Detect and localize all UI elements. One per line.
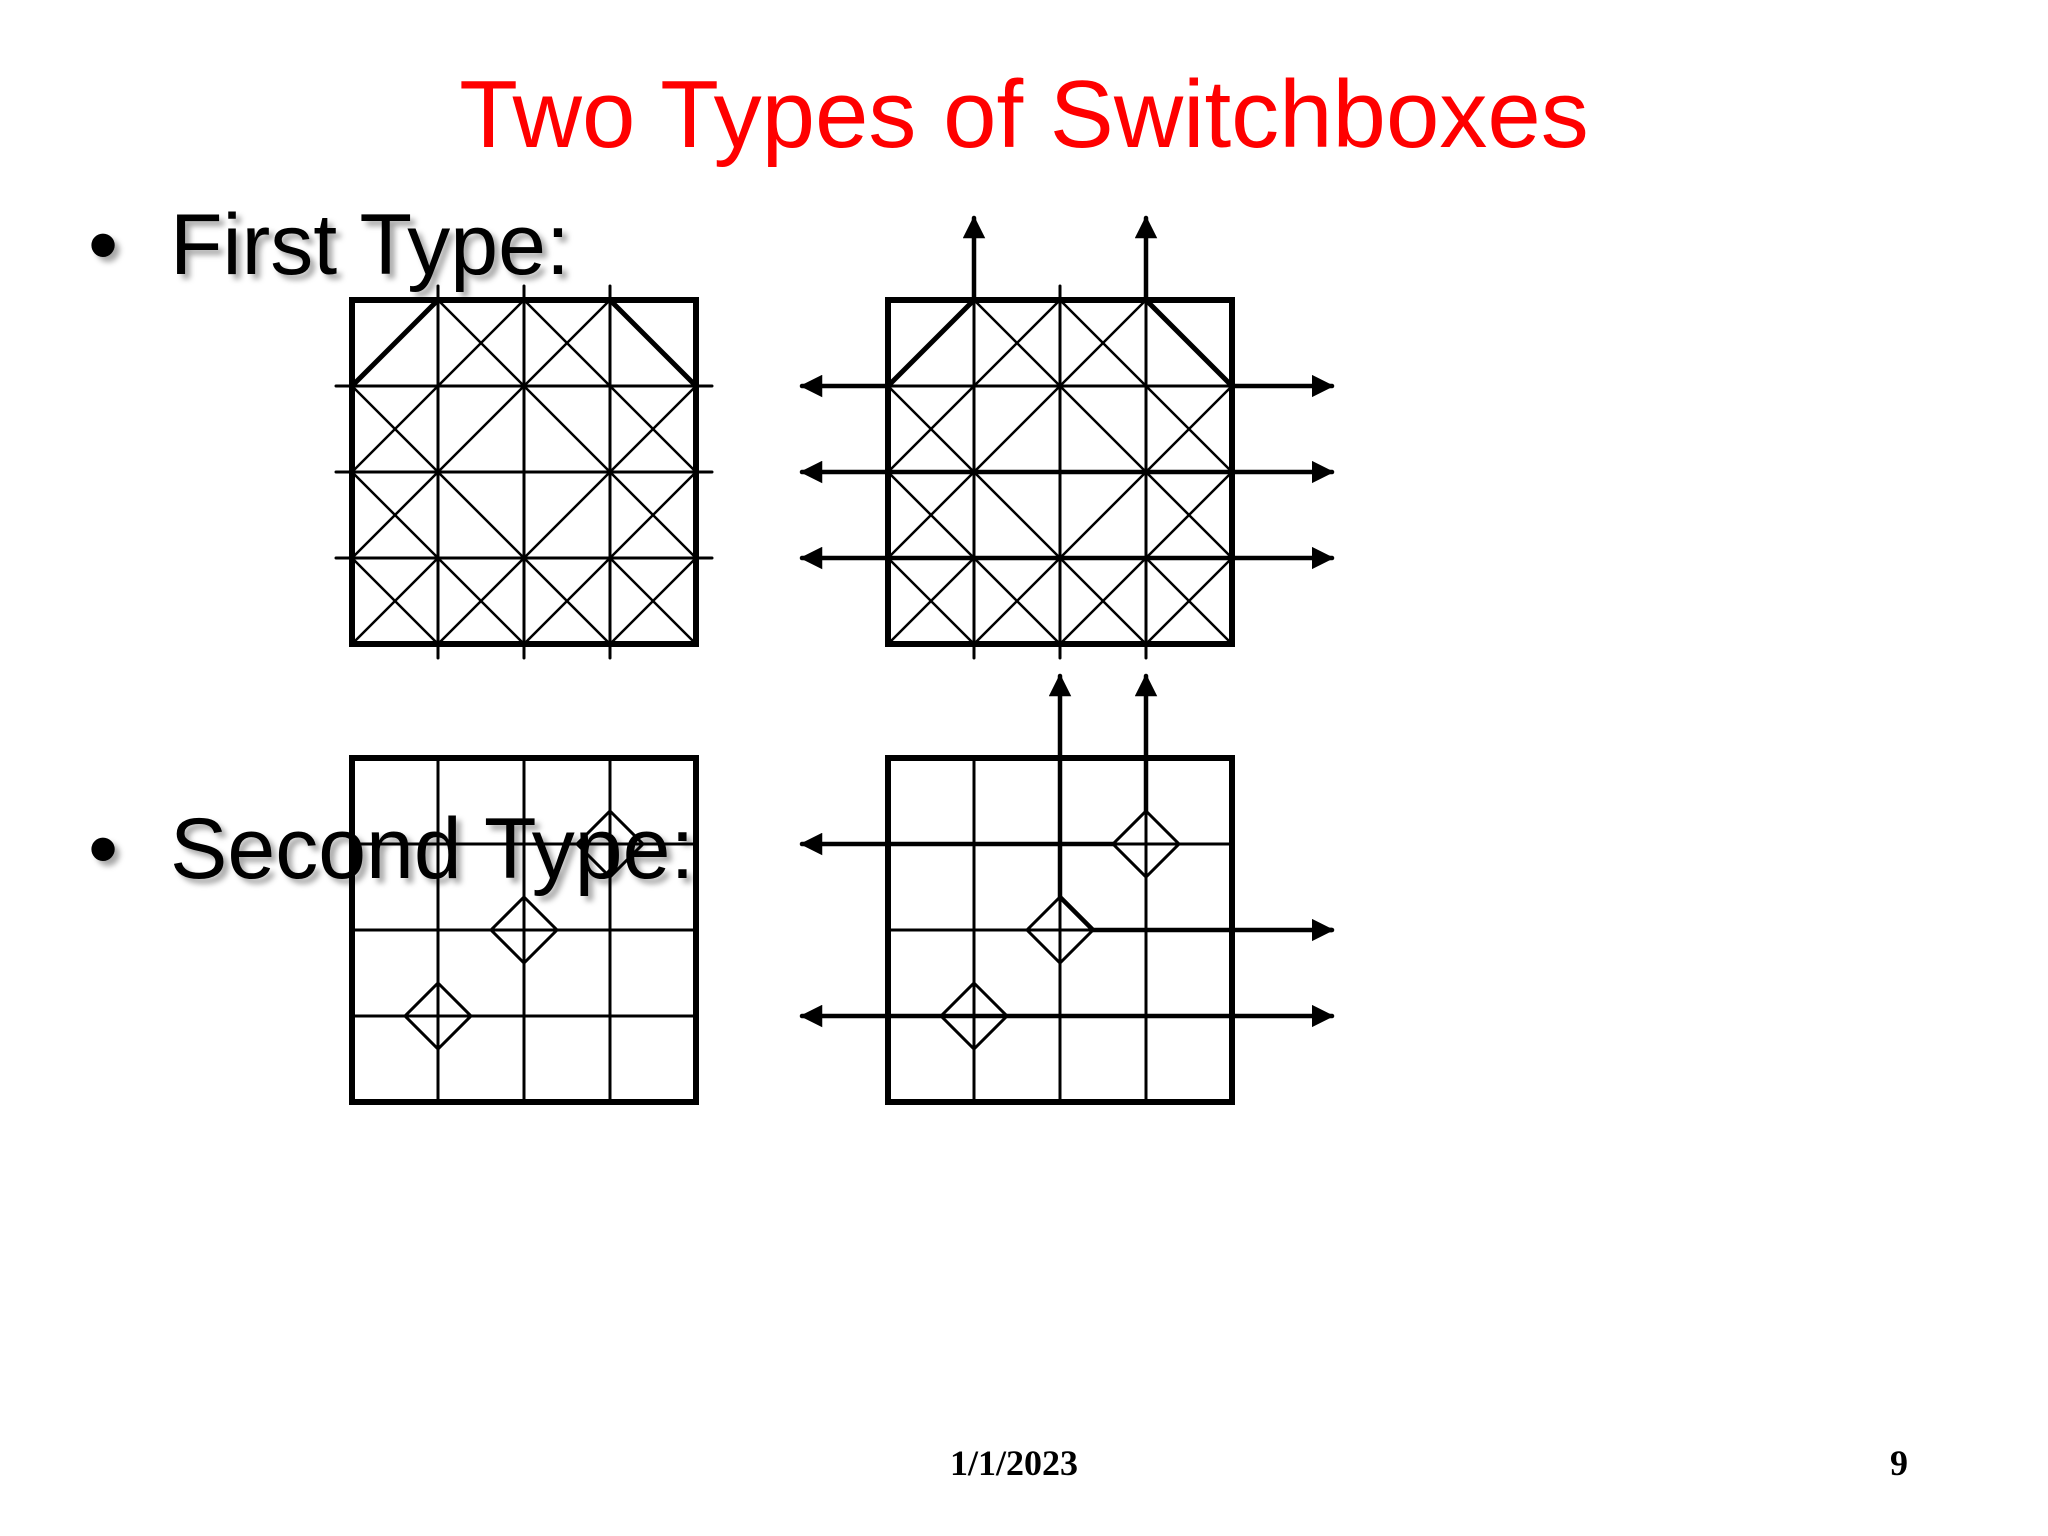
switch-diagonal — [1144, 470, 1234, 560]
switch-diamond — [1110, 808, 1182, 880]
switch-diagonal — [608, 470, 698, 560]
route-bend — [1058, 895, 1332, 933]
switch-diagonal — [522, 298, 612, 388]
switchbox-second-type-unrouted — [349, 755, 699, 1105]
switch-diagonal — [436, 298, 526, 388]
switch-diagonal — [972, 556, 1062, 646]
switch-diagonal — [1144, 384, 1234, 474]
switch-diagonal — [1058, 298, 1148, 388]
corner-diagonal — [349, 297, 441, 389]
switch-diagonal — [436, 470, 526, 560]
switch-diagonal — [1058, 556, 1148, 646]
footer-date: 1/1/2023 — [950, 1443, 1079, 1483]
switch-diagonal — [522, 556, 612, 646]
switch-diagonal — [972, 384, 1062, 474]
bullet-first-type: • First Type: — [88, 196, 570, 295]
switch-diagonal — [522, 384, 612, 474]
switch-diagonal — [1144, 556, 1234, 646]
switch-diagonal — [886, 384, 976, 474]
switch-diagonal — [436, 556, 526, 646]
switch-diagonal — [436, 384, 526, 474]
bullet-dot: • — [88, 197, 119, 293]
switch-diagonal — [350, 556, 440, 646]
switchbox-border — [349, 755, 699, 1105]
corner-diagonal — [1143, 297, 1235, 389]
corner-diagonal — [885, 297, 977, 389]
switch-diagonal — [608, 556, 698, 646]
switch-diagonal — [350, 470, 440, 560]
switch-diamond — [402, 980, 474, 1052]
bullet-second-type: • Second Type: — [88, 800, 694, 899]
page-number: 9 — [1890, 1443, 1908, 1483]
switch-diagonal — [886, 556, 976, 646]
switch-diagonal — [608, 384, 698, 474]
switch-diagonal — [972, 298, 1062, 388]
switch-diamond — [938, 980, 1010, 1052]
switchbox-first-type-unrouted — [334, 284, 714, 660]
switch-diagonal — [522, 470, 612, 560]
switch-diagonal — [886, 470, 976, 560]
slide-title: Two Types of Switchboxes — [459, 61, 1589, 168]
switchbox-first-type-routed — [799, 215, 1335, 660]
switch-diagonal — [1058, 470, 1148, 560]
bullet-label: Second Type: — [170, 801, 695, 897]
switch-diagonal — [1058, 384, 1148, 474]
bullet-label: First Type: — [170, 197, 570, 293]
corner-diagonal — [607, 297, 699, 389]
switch-diamond — [574, 808, 646, 880]
switchbox-second-type-routed — [799, 673, 1335, 1105]
bullet-dot: • — [88, 801, 119, 897]
switch-diagonal — [972, 470, 1062, 560]
switch-diagonal — [350, 384, 440, 474]
switchbox-border — [349, 297, 699, 647]
switch-diamond — [488, 894, 560, 966]
